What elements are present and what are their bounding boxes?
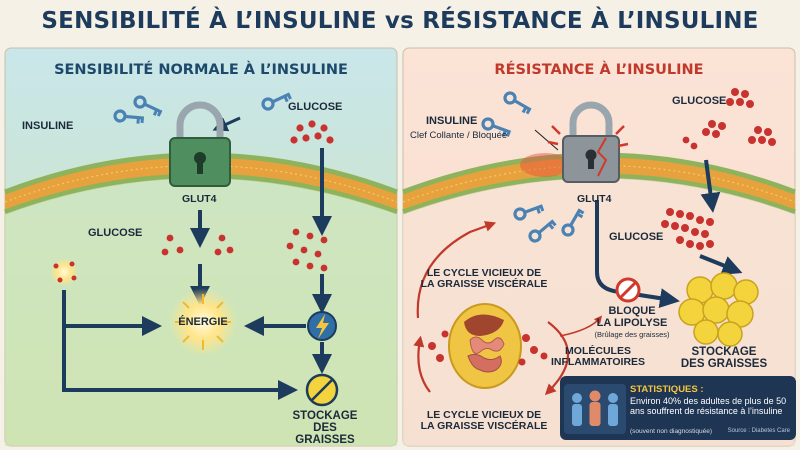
- right-cycle-top-line1: LE CYCLE VICIEUX DE: [426, 267, 542, 279]
- right-molecules-line1: MOLÉCULES: [565, 345, 631, 357]
- right-cycle-bottom-label: LE CYCLE VICIEUX DE LA GRAISSE VISCÉRALE: [414, 409, 554, 433]
- energy-burst-icon: [169, 288, 237, 356]
- viscera-icon: [448, 303, 522, 389]
- right-glut4-label: GLUT4: [577, 193, 612, 205]
- left-insuline-label: INSULINE: [22, 120, 74, 132]
- stats-note: (souvent non diagnostiquée): [630, 428, 713, 435]
- left-glucose-top-label: GLUCOSE: [288, 101, 343, 113]
- glucose-cluster: [290, 120, 334, 144]
- people-icon: [564, 384, 626, 434]
- inflammatory-molecules: [428, 330, 548, 366]
- right-cycle-top-label: LE CYCLE VICIEUX DE LA GRAISSE VISCÉRALE: [414, 267, 554, 291]
- padlock-icon: [169, 101, 231, 187]
- right-stockage-line2: DES GRAISSES: [680, 358, 768, 371]
- left-stockage-line1: STOCKAGE: [292, 410, 358, 422]
- right-glucose-top-label: GLUCOSE: [672, 95, 727, 107]
- left-stockage-label: STOCKAGE DES GRAISSES: [282, 410, 368, 446]
- page-title: SENSIBILITÉ À L’INSULINE vs RÉSISTANCE À…: [41, 8, 759, 34]
- right-panel-heading: RÉSISTANCE À L’INSULINE: [494, 62, 704, 78]
- left-energie-label: ÉNERGIE: [178, 316, 228, 328]
- right-clef-label: Clef Collante / Bloquée: [410, 130, 508, 141]
- glucose-cluster: [682, 88, 776, 150]
- broken-padlock-icon: [547, 101, 629, 183]
- right-cycle-bottom-line2: LA GRAISSE VISCÉRALE: [420, 420, 548, 433]
- stats-heading: STATISTIQUES :: [630, 384, 704, 395]
- glucose-cluster: [286, 228, 328, 272]
- energy-burst-icon: [50, 258, 78, 286]
- right-molecules-label: MOLÉCULES INFLAMMATOIRES: [548, 345, 648, 369]
- lightning-icon: [307, 311, 337, 341]
- right-stockage-line1: STOCKAGE: [691, 346, 757, 358]
- right-stockage-label: STOCKAGE DES GRAISSES: [676, 346, 772, 370]
- right-insuline-label: INSULINE: [426, 115, 478, 127]
- stats-body: Environ 40% des adultes de plus de 50 an…: [630, 396, 787, 417]
- prohibited-icon: [615, 277, 641, 303]
- right-glucose-mid-label: GLUCOSE: [609, 231, 664, 243]
- statistics-box: STATISTIQUES : Environ 40% des adultes d…: [560, 376, 796, 440]
- right-molecules-line2: INFLAMMATOIRES: [550, 356, 646, 369]
- right-cycle-top-line2: LA GRAISSE VISCÉRALE: [420, 278, 548, 291]
- stats-source: Source : Diabetes Care: [727, 428, 790, 434]
- fat-cells-icon: [678, 272, 759, 347]
- right-bloque-line1: BLOQUE: [608, 305, 656, 317]
- right-bloque-line2: LA LIPOLYSE: [596, 316, 668, 329]
- right-cycle-bottom-line1: LE CYCLE VICIEUX DE: [426, 409, 542, 421]
- left-stockage-line2: DES GRAISSES: [295, 422, 355, 447]
- left-panel-heading: SENSIBILITÉ NORMALE À L’INSULINE: [54, 62, 348, 78]
- blocked-fat-icon: [305, 373, 339, 407]
- left-glucose-mid-label: GLUCOSE: [88, 227, 143, 239]
- glucose-dots: [161, 234, 234, 256]
- right-bloque-label: BLOQUE LA LIPOLYSE: [596, 305, 668, 329]
- left-glut4-label: GLUT4: [182, 193, 217, 205]
- glucose-cluster: [661, 208, 714, 250]
- right-bloque-sub-label: (Brûlage des graisses): [594, 330, 670, 339]
